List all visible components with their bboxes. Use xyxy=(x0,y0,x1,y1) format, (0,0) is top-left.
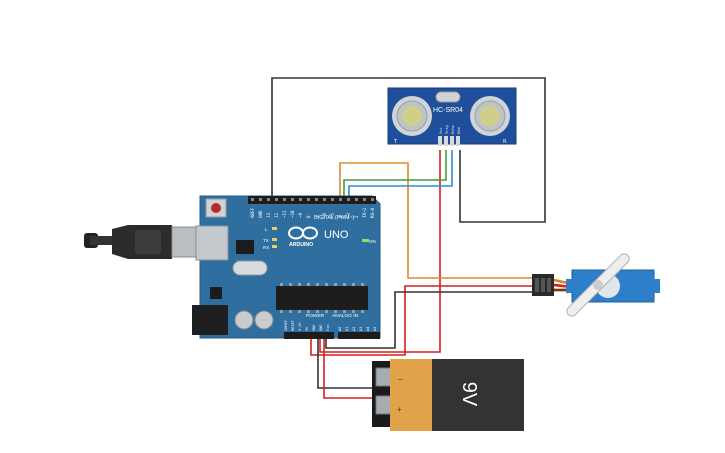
arduino-logo xyxy=(288,226,318,240)
sensor-t-mark: T xyxy=(393,139,398,145)
pin-label: ~11 xyxy=(282,210,287,218)
pin-label: ~9 xyxy=(298,212,303,218)
pin-label: 2 xyxy=(354,215,359,218)
atmega-chip xyxy=(276,286,368,310)
servo-horn[interactable] xyxy=(565,252,631,318)
wire-sensor-gnd[interactable] xyxy=(271,77,546,223)
sensor-r-mark: R xyxy=(503,139,507,145)
battery-minus-label: − xyxy=(398,375,403,384)
led-label: TX xyxy=(263,238,269,243)
power-label: POWER xyxy=(306,313,325,319)
pin-label: ~10 xyxy=(290,210,295,218)
wire-echo[interactable] xyxy=(343,150,447,198)
pin-label: ~5 xyxy=(330,212,335,218)
digital-header-label: DIGITAL (PWM~) xyxy=(314,215,354,221)
wire-signal-blue[interactable] xyxy=(348,150,453,198)
digital-header[interactable] xyxy=(248,196,376,204)
pin-label: A0 xyxy=(338,327,342,331)
brand-label: ARDUINO xyxy=(289,242,313,248)
pin-label: A4 xyxy=(366,327,370,331)
pin-label: 7 xyxy=(314,215,319,218)
pin-label: GND xyxy=(319,325,323,332)
pin-label: 8 xyxy=(306,215,311,218)
battery-plus-label: + xyxy=(397,405,402,414)
pin-label: RX←0 xyxy=(370,207,375,218)
wire-trig[interactable] xyxy=(339,162,534,279)
model-label: UNO xyxy=(324,229,349,241)
wire-servo-power[interactable] xyxy=(310,285,534,356)
pin-label: 12 xyxy=(274,212,279,218)
battery-9v[interactable]: − + 9V xyxy=(372,359,524,431)
analog-label: ANALOG IN xyxy=(332,313,359,319)
power-header[interactable] xyxy=(284,332,334,339)
wire-servo-ground[interactable] xyxy=(325,291,534,349)
ultrasonic-sensor[interactable]: HC-SR04 T R Vcc Trig Echo Gnd xyxy=(387,87,517,146)
pin-label: A2 xyxy=(352,327,356,331)
usb-port xyxy=(195,225,229,261)
pin-label: GND xyxy=(312,325,316,332)
sensor-pin-label: Vcc xyxy=(439,128,443,135)
pin-label: ~6 xyxy=(322,212,327,218)
wires xyxy=(271,77,546,399)
analog-header[interactable] xyxy=(338,332,380,339)
pin-label: TX→1 xyxy=(362,207,367,218)
pin-label: IOREF xyxy=(284,320,288,331)
sensor-pin-label: Trig xyxy=(445,125,449,134)
battery-positive-terminal[interactable] xyxy=(375,395,393,415)
pin-label: 13 xyxy=(266,212,271,218)
pin-label: A3 xyxy=(359,327,363,331)
arduino-uno-board[interactable]: AREF GND 13 12 ~11 ~10 ~9 8 7 ~6 ~5 4 ~3… xyxy=(192,195,381,339)
sensor-pin-label: Echo xyxy=(451,125,455,134)
pin-label: 3.3V xyxy=(298,322,302,331)
pin-label: A5 xyxy=(373,327,377,331)
pin-label: ~3 xyxy=(346,212,351,218)
wire-sensor-vcc[interactable] xyxy=(319,150,441,353)
sensor-pin-label: Gnd xyxy=(457,128,461,135)
on-label: ON xyxy=(369,239,376,244)
dc-power-jack xyxy=(192,305,228,335)
pin-label: GND xyxy=(258,210,263,218)
pin-label: 4 xyxy=(338,215,343,218)
led-label: L xyxy=(265,227,268,232)
usb-cable xyxy=(84,225,205,259)
pin-label: A1 xyxy=(345,327,349,331)
led-label: RX xyxy=(263,245,269,250)
servo-motor[interactable] xyxy=(532,252,660,318)
pin-label: Vin xyxy=(326,325,330,332)
wire-battery-positive[interactable] xyxy=(323,338,376,399)
pin-label: AREF xyxy=(250,207,255,218)
pin-label: 5V xyxy=(305,326,309,331)
battery-negative-terminal[interactable] xyxy=(375,367,393,387)
battery-voltage-label: 9V xyxy=(458,382,480,407)
wire-battery-negative[interactable] xyxy=(317,338,376,389)
pin-label: RESET xyxy=(291,319,295,331)
sensor-model-label: HC-SR04 xyxy=(433,107,463,114)
